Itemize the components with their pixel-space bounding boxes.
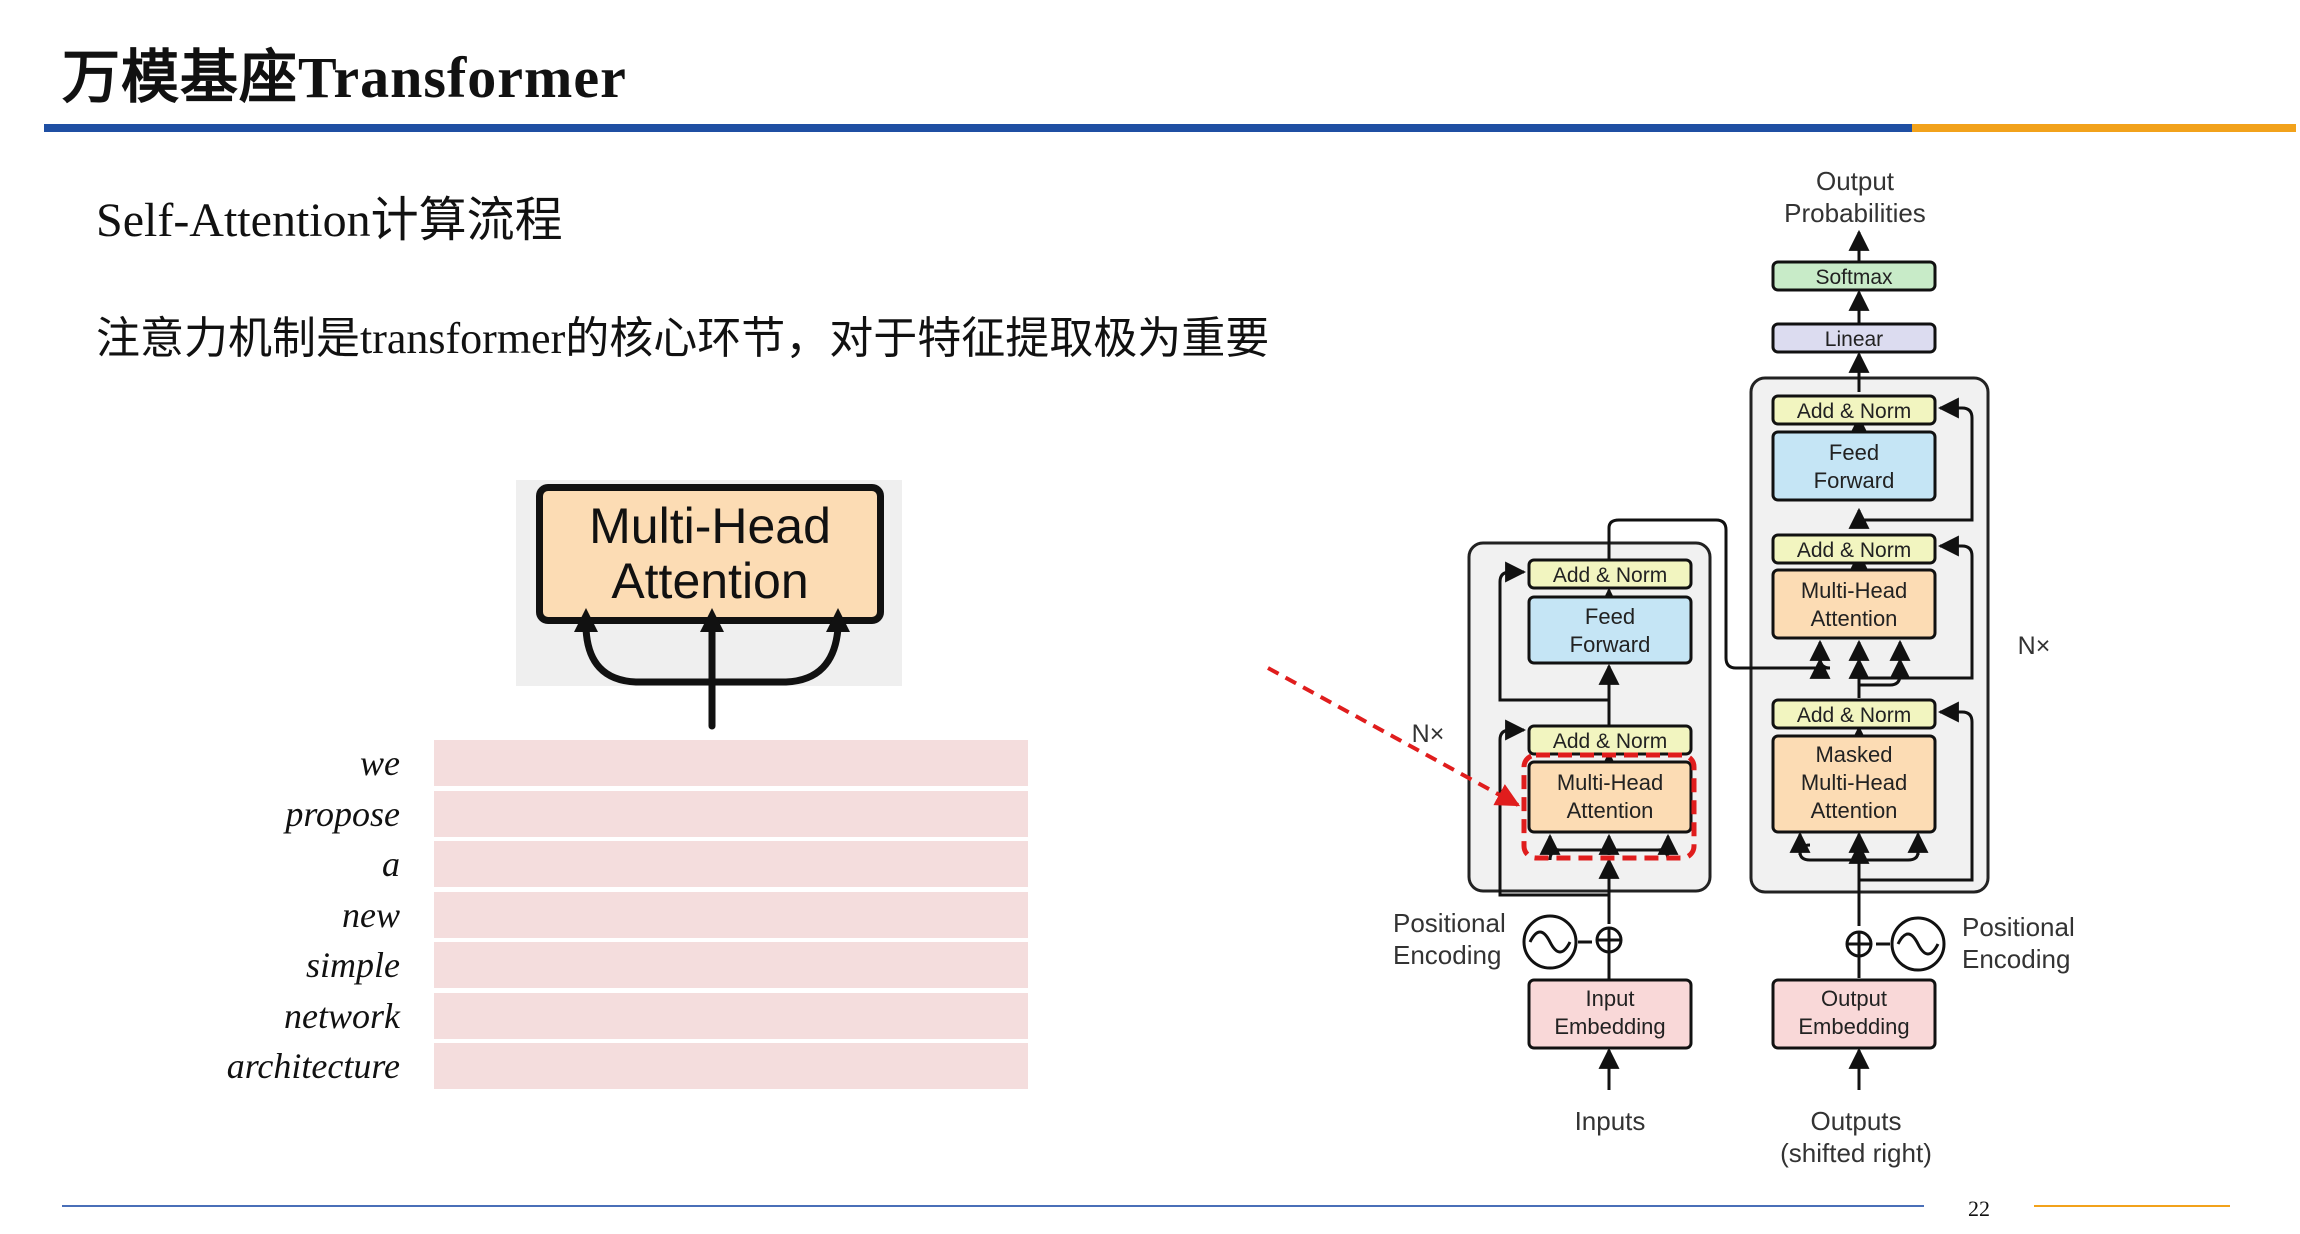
word-embedding-bar — [434, 891, 1028, 938]
encoder-add-norm-1-label: Add & Norm — [1553, 730, 1667, 753]
encoder-nx-label: N× — [1412, 720, 1445, 748]
input-embedding-block — [1527, 978, 1693, 1050]
encoder-positional-wave-icon — [1522, 914, 1578, 970]
decoder-add-norm-1-label: Add & Norm — [1797, 704, 1911, 727]
description-text: 注意力机制是transformer的核心环节，对于特征提取极为重要 — [96, 314, 1270, 363]
word-label: new — [342, 894, 400, 935]
word-embedding-bar — [434, 740, 1028, 786]
word-label: network — [284, 995, 400, 1036]
word-label: propose — [285, 793, 400, 834]
mha-arrowhead-center — [700, 608, 724, 632]
word-embedding-bar — [434, 1043, 1028, 1089]
encoder-multi-head-attention — [1527, 760, 1693, 834]
footer-rule-blue — [62, 1205, 1924, 1207]
word-embedding-bar — [434, 790, 1028, 837]
word-embedding-bar — [434, 942, 1028, 988]
decoder-add-norm-1 — [1771, 698, 1937, 730]
footer-rule-orange — [2034, 1205, 2230, 1207]
word-label: a — [382, 844, 400, 884]
linear-block — [1771, 322, 1937, 354]
page-number: 22 — [1968, 1196, 1990, 1221]
encoder-add-symbol — [1595, 926, 1623, 954]
word-label: we — [360, 743, 400, 783]
decoder-add-norm-3 — [1771, 394, 1937, 426]
title-rule-orange — [1912, 124, 2296, 132]
encoder-attention-highlight — [1521, 752, 1697, 861]
decoder-nx-label: N× — [2018, 632, 2051, 660]
inputs-label: Inputs — [1575, 1106, 1646, 1136]
decoder-multi-head-attention — [1771, 568, 1937, 640]
mha-arrowhead-left — [574, 608, 598, 632]
decoder-add-norm-2 — [1771, 533, 1937, 565]
word-label: simple — [306, 945, 400, 985]
section-subtitle: Self-Attention计算流程 — [96, 194, 563, 247]
slide-title: 万模基座Transformer — [62, 45, 627, 110]
softmax-block — [1771, 260, 1937, 292]
decoder-add-norm-3-label: Add & Norm — [1797, 400, 1911, 423]
encoder-add-norm-2 — [1527, 558, 1693, 590]
title-rule-blue — [44, 124, 1912, 132]
encoder-stack-box — [1467, 541, 1712, 893]
encoder-add-norm-2-label: Add & Norm — [1553, 564, 1667, 587]
decoder-masked-attention — [1771, 734, 1937, 834]
linear-label: Linear — [1825, 328, 1883, 351]
mha-input-arrows — [574, 608, 850, 730]
decoder-add-norm-2-label: Add & Norm — [1797, 539, 1911, 562]
outputs-label: Outputs(shifted right) — [1780, 1106, 1932, 1168]
decoder-add-symbol — [1845, 930, 1873, 958]
softmax-label: Softmax — [1815, 266, 1893, 289]
word-embedding-bar — [434, 841, 1028, 887]
word-embedding-bar — [434, 992, 1028, 1039]
encoder-feed-forward — [1527, 595, 1693, 665]
highlight-pointer-arrow — [1267, 666, 1521, 807]
decoder-feed-forward — [1771, 430, 1937, 502]
decoder-positional-wave-icon — [1890, 916, 1946, 972]
word-label: architecture — [226, 1046, 400, 1086]
mha-arrowhead-right — [826, 608, 850, 632]
output-embedding-block — [1771, 978, 1937, 1050]
